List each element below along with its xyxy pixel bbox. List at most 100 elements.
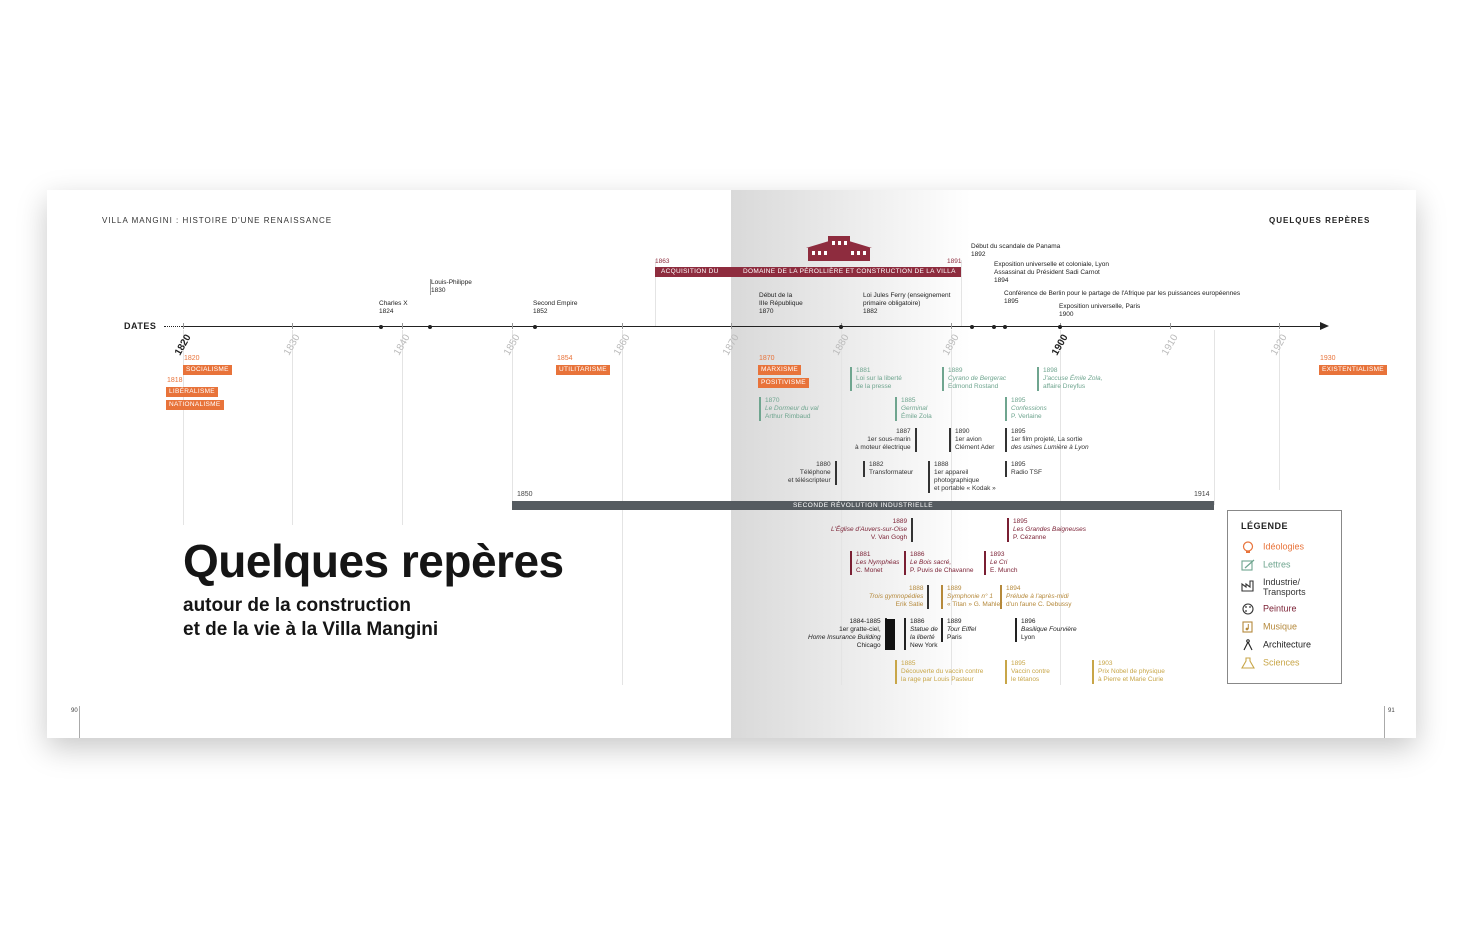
- decade-label: 1840: [392, 332, 413, 358]
- guide-line: [292, 330, 293, 525]
- decade-label: 1820: [173, 332, 194, 358]
- ideology-tag: MARXISME: [758, 365, 802, 375]
- ideology-tag: NATIONALISME: [166, 400, 224, 410]
- legend-item-sciences: Sciences: [1241, 657, 1300, 669]
- axis-tick: [622, 323, 623, 329]
- guide-line: [183, 330, 184, 525]
- skyscraper-block: [885, 619, 895, 650]
- legend-item-peinture: Peinture: [1241, 603, 1297, 615]
- event-berlin: Conférence de Berlin pour le partage de …: [1004, 290, 1241, 305]
- ideology-tag: LIBÉRALISME: [166, 387, 218, 397]
- ideology-tag: UTILITARISME: [556, 365, 610, 375]
- decade-label: 1920: [1269, 332, 1290, 358]
- event-dot: [533, 324, 537, 329]
- writing-icon: [1241, 559, 1255, 571]
- axis-label: DATES: [124, 321, 157, 331]
- event-dot: [428, 324, 432, 329]
- ideology-year: 1854: [557, 355, 573, 362]
- decade-label: 1910: [1160, 332, 1181, 358]
- legend-item-architecture: Architecture: [1241, 639, 1311, 651]
- ideology-tag: EXISTENTIALISME: [1319, 365, 1387, 375]
- axis-tick: [402, 323, 403, 329]
- page-fold-shadow: [731, 190, 971, 738]
- axis-tick: [1170, 323, 1171, 329]
- axis-tick: [183, 323, 184, 329]
- factory-icon: [1241, 580, 1254, 592]
- flask-icon: [1241, 657, 1255, 669]
- guide-line: [1214, 330, 1215, 505]
- guide-line: [1279, 330, 1280, 490]
- compass-icon: [1243, 639, 1253, 651]
- ideology-year: 1820: [184, 355, 200, 362]
- palette-icon: [1242, 603, 1254, 615]
- ideology-year: 1870: [759, 355, 775, 362]
- event-dot: [379, 324, 383, 329]
- ideology-year: 1818: [167, 377, 183, 384]
- event-dot: [970, 324, 974, 329]
- villa-icon: [806, 236, 872, 261]
- decade-label: 1860: [612, 332, 633, 358]
- decade-label: 1900: [1050, 332, 1071, 358]
- legend-item-lettres: Lettres: [1241, 559, 1291, 571]
- event-dot: [1003, 324, 1007, 329]
- axis-tick: [731, 323, 732, 329]
- page-margin-line: [79, 706, 80, 738]
- axis-arrow-icon: [1320, 322, 1329, 330]
- ideology-tag: SOCIALISME: [183, 365, 232, 375]
- revolution-start: 1850: [517, 491, 533, 498]
- event-expo-lyon: Exposition universelle et coloniale, Lyo…: [994, 261, 1110, 284]
- ideology-tag: POSITIVISME: [758, 378, 809, 388]
- timeline-axis: [182, 326, 1322, 327]
- legend-box: LÉGENDE Idéologies Lettres Industrie/Tra…: [1227, 510, 1342, 684]
- decade-label: 1850: [502, 332, 523, 358]
- page-margin-line: [1384, 706, 1385, 738]
- event-dot: [1058, 324, 1062, 329]
- legend-item-industrie: Industrie/Transports: [1241, 577, 1306, 597]
- villa-end-year: 1891: [947, 258, 962, 265]
- villa-start-year: 1863: [655, 258, 670, 265]
- music-note-icon: [1242, 621, 1253, 633]
- legend-title: LÉGENDE: [1241, 521, 1289, 531]
- villa-label-a: ACQUISITION DU: [661, 268, 719, 275]
- axis-tick: [292, 323, 293, 329]
- legend-item-musique: Musique: [1241, 621, 1297, 633]
- villa-acquisition-bar: ACQUISITION DU DOMAINE DE LA PÉROLLIÈRE …: [655, 267, 961, 277]
- villa-end-line: [961, 260, 962, 326]
- axis-tick: [1279, 323, 1280, 329]
- revolution-bar: SECONDE RÉVOLUTION INDUSTRIELLE: [512, 501, 1214, 510]
- villa-label-b: DOMAINE DE LA PÉROLLIÈRE ET CONSTRUCTION…: [743, 268, 956, 275]
- ideology-year: 1930: [1320, 355, 1336, 362]
- revolution-end: 1914: [1194, 491, 1210, 498]
- page-number-left: 90: [71, 708, 78, 714]
- guide-line: [512, 330, 513, 505]
